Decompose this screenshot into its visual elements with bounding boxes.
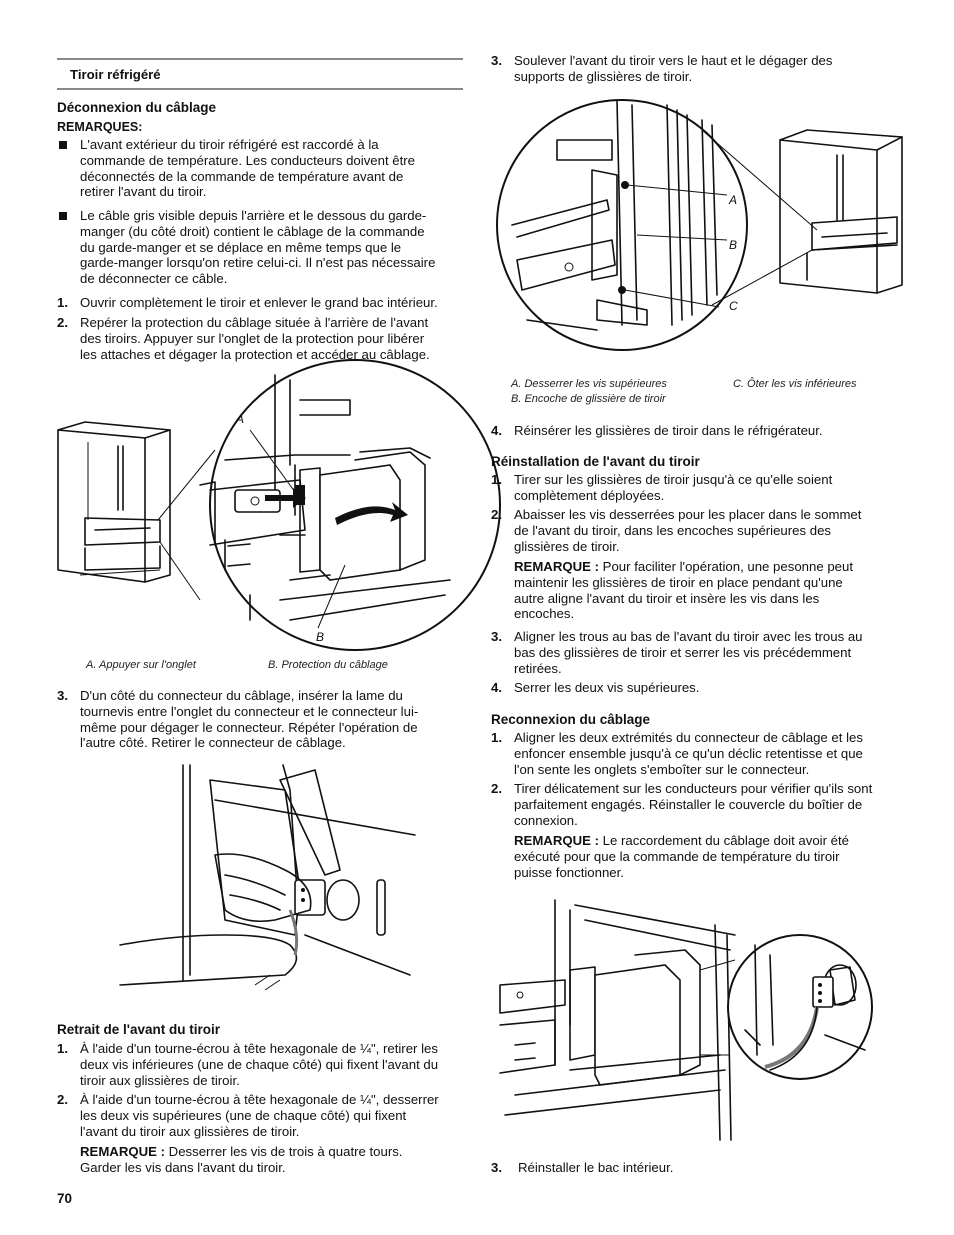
disconnect-heading: Déconnexion du câblage	[57, 100, 217, 115]
fig3-label-a: A	[729, 193, 738, 207]
reconnect-note: REMARQUE : Le raccordement du câblage do…	[514, 833, 849, 880]
wiring-cover-detail	[199, 374, 451, 621]
figure-drawer-slide-screws-illustration	[496, 99, 903, 351]
remarks-label: REMARQUES:	[57, 120, 143, 134]
drawer-slide-detail	[511, 99, 718, 331]
fig3-label-c: C	[729, 299, 738, 313]
fig3-caption-a: A. Desserrer les vis supérieures	[511, 378, 667, 390]
page-number: 70	[57, 1191, 73, 1206]
fig3-label-b: B	[729, 238, 738, 252]
fig1-label-a: A	[236, 412, 245, 426]
connector-closeup	[744, 944, 866, 1071]
section-rule-top	[57, 58, 463, 60]
drawer-front-detail	[499, 899, 736, 1141]
fig1-caption-b: B. Protection du câblage	[268, 659, 388, 671]
fig3-caption-b: B. Encoche de glissière de tiroir	[511, 393, 666, 405]
reconnect-heading: Reconnexion du câblage	[491, 712, 651, 727]
figure-wiring-cover-illustration	[57, 359, 501, 651]
bullet-square-icon	[59, 212, 67, 220]
refrigerator-icon	[779, 129, 903, 294]
section-rule-bottom	[57, 88, 463, 90]
remove-note: REMARQUE : Desserrer les vis de trois à …	[80, 1144, 403, 1175]
fig1-caption-a: A. Appuyer sur l'onglet	[86, 659, 196, 671]
reinstall-heading: Réinstallation de l'avant du tiroir	[491, 454, 700, 469]
figure-screwdriver-connector-illustration	[119, 764, 416, 991]
reinstall-note: REMARQUE : Pour faciliter l'opération, u…	[514, 559, 853, 622]
section-title: Tiroir réfrigéré	[70, 67, 161, 82]
bullet-square-icon	[59, 141, 67, 149]
figure-reconnect-wiring-illustration	[499, 899, 873, 1141]
remove-front-heading: Retrait de l'avant du tiroir	[57, 1022, 220, 1037]
refrigerator-icon	[57, 421, 171, 583]
fig3-caption-c: C. Ôter les vis inférieures	[733, 378, 857, 390]
fig1-label-b: B	[316, 630, 325, 644]
